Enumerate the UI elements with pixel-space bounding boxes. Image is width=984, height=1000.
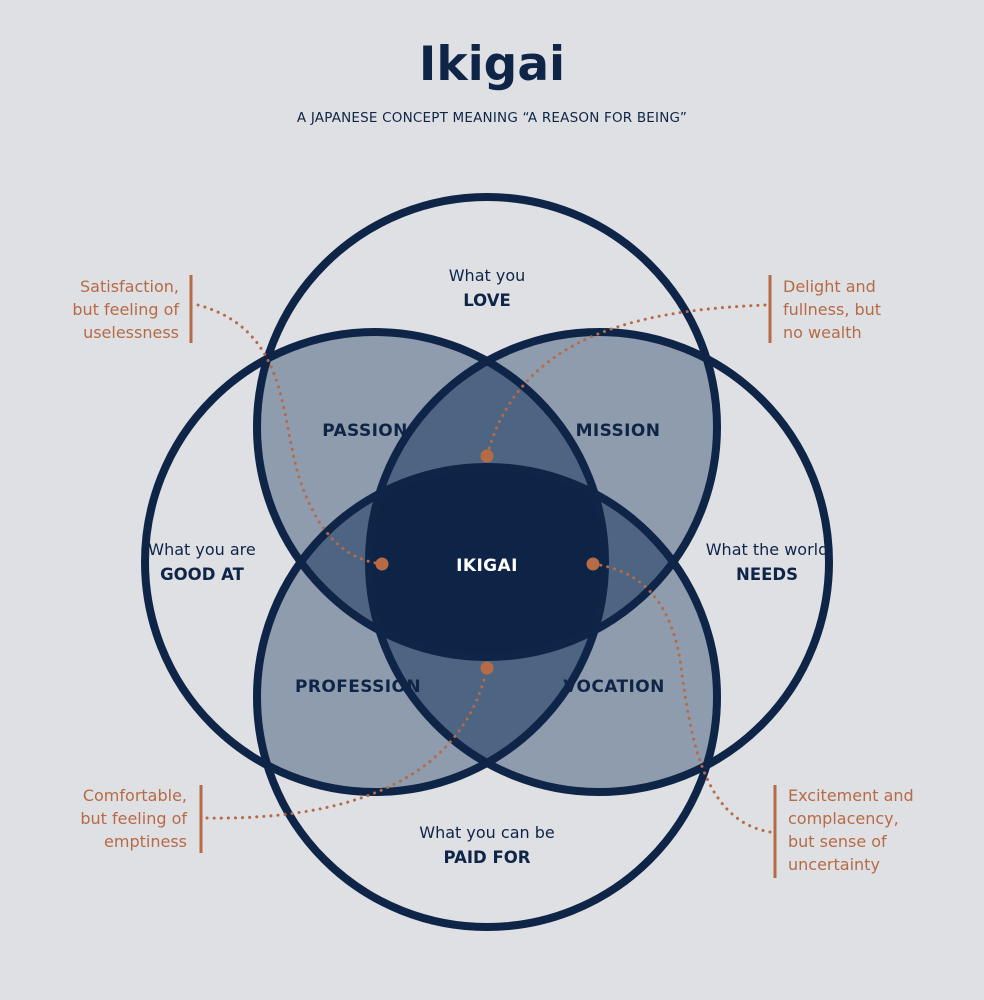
world-needs-label-word: NEEDS	[736, 565, 798, 584]
note-bottom-left: Comfortable, but feeling of emptiness	[80, 786, 187, 851]
profession-label: PROFESSION	[295, 677, 421, 697]
ikigai-center-label: IKIGAI	[456, 556, 518, 576]
connector-dots	[375, 449, 600, 675]
note-bottom-right-line-4: uncertainty	[788, 855, 880, 874]
love-label: What you LOVE	[449, 266, 526, 310]
note-bottom-right-line-2: complacency,	[788, 809, 899, 828]
paid-for-circle	[253, 463, 721, 931]
paid-for-label-word: PAID FOR	[444, 848, 531, 867]
connector-lines	[196, 303, 772, 834]
note-bottom-left-line-2: but feeling of	[80, 809, 187, 828]
note-bottom-left-line-3: emptiness	[104, 832, 187, 851]
mission-label: MISSION	[576, 421, 661, 441]
love-label-line: What you	[449, 266, 526, 285]
note-bottom-right: Excitement and complacency, but sense of…	[788, 786, 914, 874]
good-at-label-word: GOOD AT	[160, 565, 245, 584]
passion-label: PASSION	[322, 421, 408, 441]
page-subtitle: A JAPANESE CONCEPT MEANING “A REASON FOR…	[297, 110, 687, 126]
dot-right	[586, 557, 600, 571]
note-bars	[189, 275, 777, 878]
note-top-right: Delight and fullness, but no wealth	[783, 277, 881, 342]
note-top-right-line-1: Delight and	[783, 277, 876, 296]
note-top-left: Satisfaction, but feeling of uselessness	[72, 277, 179, 342]
note-bottom-right-line-3: but sense of	[788, 832, 887, 851]
good-at-label-line: What you are	[148, 540, 255, 559]
paid-for-label: What you can be PAID FOR	[419, 823, 554, 867]
connector-bottom-left	[205, 666, 489, 820]
love-label-word: LOVE	[463, 291, 511, 310]
dot-left	[375, 557, 389, 571]
note-top-left-line-1: Satisfaction,	[80, 277, 179, 296]
world-needs-label-line: What the world	[706, 540, 829, 559]
good-at-label: What you are GOOD AT	[148, 540, 255, 584]
note-bottom-right-line-1: Excitement and	[788, 786, 914, 805]
world-needs-label: What the world NEEDS	[706, 540, 829, 584]
connector-top-left	[196, 303, 384, 566]
dot-top	[480, 449, 494, 463]
love-circle	[253, 193, 721, 661]
vocation-label: VOCATION	[563, 677, 664, 697]
note-top-right-line-3: no wealth	[783, 323, 862, 342]
note-top-left-line-3: uselessness	[83, 323, 179, 342]
note-top-left-line-2: but feeling of	[72, 300, 179, 319]
note-bottom-left-line-1: Comfortable,	[83, 786, 187, 805]
paid-for-label-line: What you can be	[419, 823, 554, 842]
dot-bottom	[480, 661, 494, 675]
page-title: Ikigai	[419, 37, 565, 92]
note-top-right-line-2: fullness, but	[783, 300, 881, 319]
